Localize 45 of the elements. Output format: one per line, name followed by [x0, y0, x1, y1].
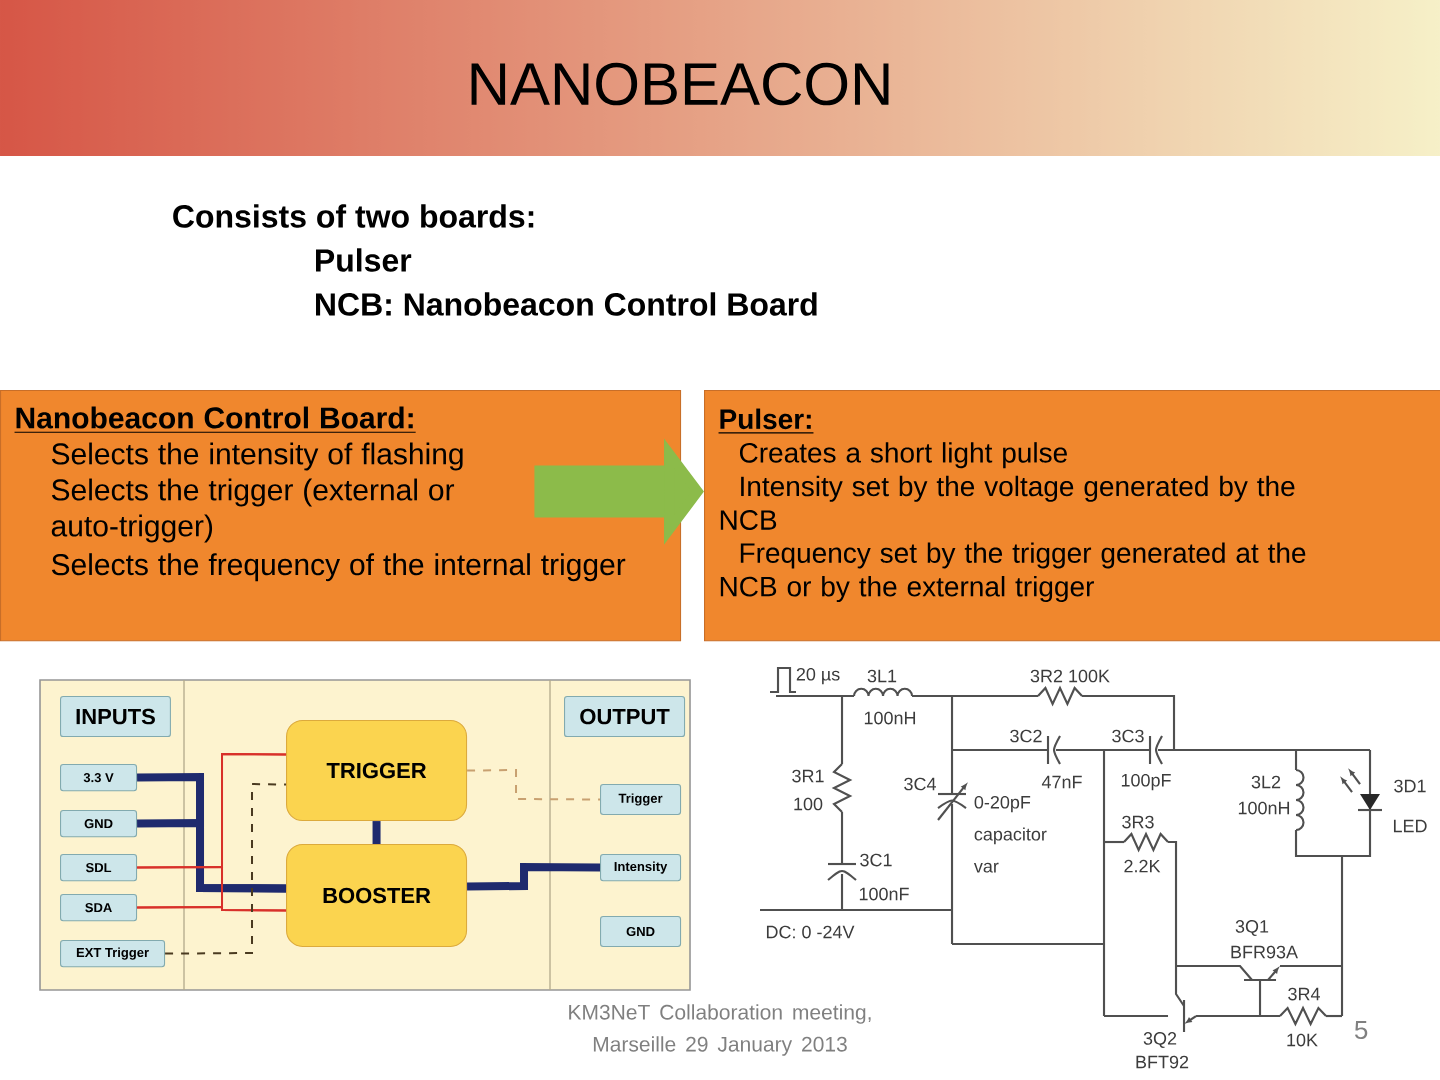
component-label: 10K — [1287, 1033, 1318, 1047]
component-label: 3R4 — [1288, 987, 1320, 1001]
component-label: DC: 0 -24V — [766, 925, 855, 939]
dashed-line — [164, 783, 287, 955]
component-label: 100pF — [1121, 773, 1171, 791]
component-label: 3C4 — [904, 777, 936, 791]
component-label: 3L1 — [867, 669, 897, 683]
component-label: 100nH — [1238, 801, 1290, 815]
connector-line — [372, 821, 381, 844]
intro-text: Pulser — [316, 248, 412, 272]
component-label: 100nF — [859, 887, 909, 901]
component-label: 0-20pF capacitor var — [973, 795, 1047, 873]
connector-line — [467, 862, 601, 891]
component-label: BFR93A — [1231, 945, 1298, 959]
component-label: 3R2 100K — [1030, 669, 1110, 683]
page-number: 5 — [1354, 1020, 1368, 1040]
component-label: 100nH — [864, 711, 916, 725]
component-label: 3C3 — [1112, 729, 1144, 743]
component-label: 2.2K — [1124, 859, 1161, 873]
component-label: 3R1 — [792, 769, 824, 783]
component-label: BFT92 — [1136, 1055, 1189, 1069]
component-label: LED — [1393, 819, 1427, 833]
connector-line — [136, 906, 287, 912]
component-label: 100 — [794, 797, 823, 811]
component-label: 47nF — [1041, 775, 1082, 789]
component-label: 3D1 — [1394, 779, 1426, 793]
component-label: 3R3 — [1122, 815, 1154, 829]
booster-block: BOOSTER — [286, 844, 468, 947]
component-label: 3Q2 — [1143, 1032, 1177, 1048]
component-label: 20 µs — [796, 667, 840, 685]
component-label: 3C2 — [1010, 729, 1042, 743]
block-label: OUTPUT — [564, 696, 686, 738]
pulser-panel: Pulser: Creates a short light pulse Intensity set by the voltage generated by the NCB Frequency set by the trigger generated at the NCB or by the external trigger — [704, 390, 1440, 642]
trigger-block: TRIGGER — [286, 720, 468, 822]
component-label: 3C1 — [860, 853, 892, 867]
ncb-panel: Nanobeacon Control Board: Selects the intensity of flashing Selects the trigger (external or auto-trigger) Selects the frequency of the internal trigger — [0, 390, 682, 642]
component-label: 3L2 — [1251, 775, 1281, 789]
footer-text: KM3NeT Collaboration meeting, Marseille 29 January 2013 — [569, 1004, 871, 1056]
component-label: 3Q1 — [1235, 920, 1269, 936]
intro-text: NCB: Nanobeacon Control Board — [316, 292, 817, 316]
title: NANOBEACON — [471, 62, 889, 106]
intro-text: Consists of two boards: — [173, 204, 534, 228]
dashed-line — [466, 769, 601, 801]
connector-line — [137, 819, 287, 893]
block-label: INPUTS — [60, 696, 171, 738]
